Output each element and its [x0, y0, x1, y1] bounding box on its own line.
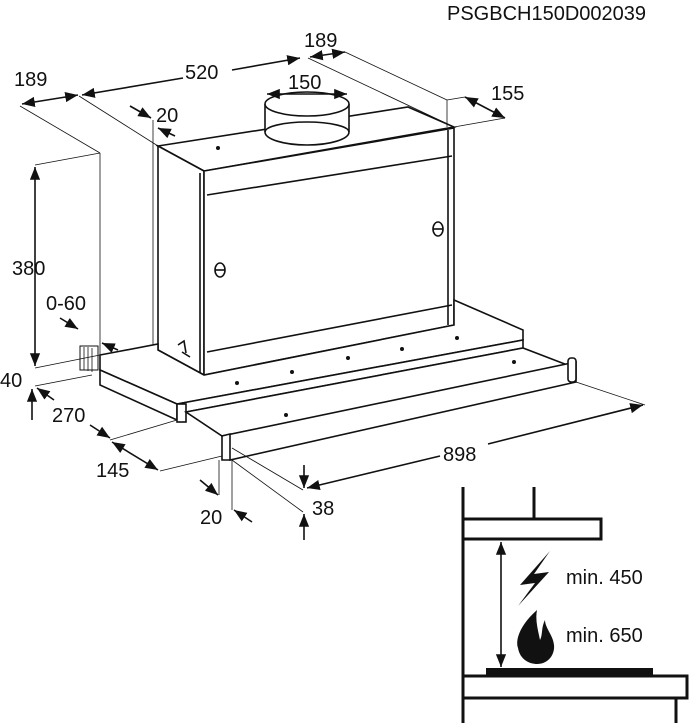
gas-clearance-label: min. 650: [566, 625, 643, 647]
drawing-code: PSGBCH150D002039: [447, 3, 646, 25]
dim-depth-left: 189: [14, 69, 47, 91]
dim-depth-270: 270: [52, 405, 85, 427]
flame-icon: [517, 610, 555, 664]
dim-front-thickness: 20: [200, 507, 222, 529]
cooktop-surface: [486, 668, 653, 676]
dim-depth-top: 189: [304, 30, 337, 52]
dim-wall-gap: 20: [156, 105, 178, 127]
electric-clearance-label: min. 450: [566, 567, 643, 589]
hood-tray: [79, 298, 577, 461]
dim-adjust-range: 0-60: [46, 293, 86, 315]
dim-total-width: 898: [443, 444, 476, 466]
electrolux-logo-icon: [177, 339, 191, 358]
cooktop-outline: [461, 674, 689, 700]
dim-base-height: 40: [0, 370, 22, 392]
hood-side-face: [157, 144, 205, 377]
duct-outlet: [264, 91, 350, 146]
dim-height: 380: [12, 258, 45, 280]
clearance-diagram: min. 450 min. 650: [461, 487, 689, 723]
lightning-icon: [518, 551, 550, 606]
dimension-lines: [19, 48, 646, 540]
hood-body: [155, 106, 457, 377]
hood-outline: [461, 517, 603, 541]
dim-duct-diameter: 150: [288, 72, 321, 94]
dim-front-height: 38: [312, 498, 334, 520]
dim-duct-offset: 155: [491, 83, 524, 105]
dim-width: 520: [185, 62, 218, 84]
dim-extension-145: 145: [96, 460, 129, 482]
vent-grille: [79, 345, 99, 371]
